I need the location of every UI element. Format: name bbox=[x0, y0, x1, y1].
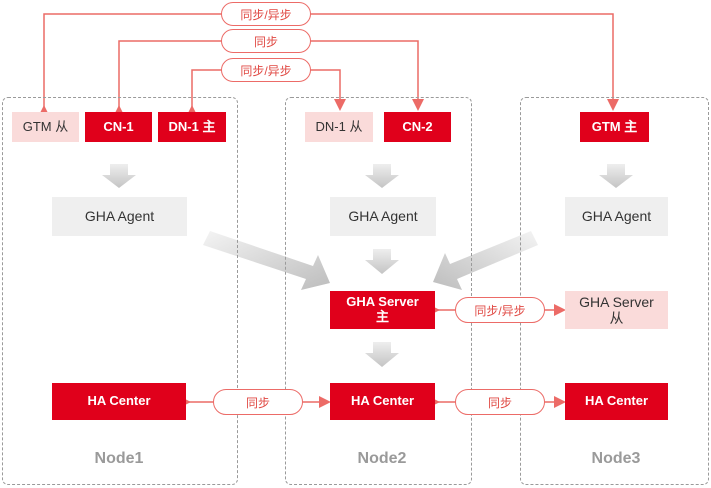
node2-frame bbox=[285, 97, 472, 485]
down-arrow-icon bbox=[365, 249, 399, 274]
dn1-slave-box: DN-1 从 bbox=[305, 112, 373, 142]
gha-agent-node3: GHA Agent bbox=[565, 197, 668, 236]
gha-server-master-line2: 主 bbox=[375, 309, 389, 324]
diagonal-arrow-icon bbox=[203, 231, 330, 290]
node1-frame bbox=[2, 97, 238, 485]
hac-sync-pill-right: 同步 bbox=[455, 389, 545, 415]
down-arrow-icon bbox=[365, 164, 399, 188]
node2-label: Node2 bbox=[357, 450, 407, 467]
server-sync-pill: 同步/异步 bbox=[455, 297, 545, 323]
gtm-master-box: GTM 主 bbox=[580, 112, 649, 142]
gha-server-slave-line2: 从 bbox=[609, 310, 624, 326]
node3-frame bbox=[520, 97, 709, 485]
gha-server-slave-line1: GHA Server bbox=[579, 293, 654, 310]
ha-center-node2: HA Center bbox=[330, 383, 435, 420]
dn1-master-box: DN-1 主 bbox=[158, 112, 226, 142]
gtm-sync-pill: 同步/异步 bbox=[221, 2, 311, 26]
gha-server-master-line1: GHA Server bbox=[346, 294, 419, 310]
gha-server-master: GHA Server 主 bbox=[330, 291, 435, 329]
dn-sync-pill: 同步/异步 bbox=[221, 58, 311, 82]
cn2-box: CN-2 bbox=[384, 112, 451, 142]
down-arrow-icon bbox=[102, 164, 136, 188]
gtm-slave-box: GTM 从 bbox=[12, 112, 79, 142]
ha-center-node3: HA Center bbox=[565, 383, 668, 420]
down-arrow-icon bbox=[365, 342, 399, 367]
gha-agent-node1: GHA Agent bbox=[52, 197, 187, 236]
ha-center-node1: HA Center bbox=[52, 383, 186, 420]
gha-server-slave: GHA Server 从 bbox=[565, 291, 668, 329]
node3-label: Node3 bbox=[591, 450, 641, 467]
gha-agent-node2: GHA Agent bbox=[330, 197, 436, 236]
gtm-sync-line bbox=[38, 13, 619, 117]
cn-sync-pill: 同步 bbox=[221, 29, 311, 53]
down-arrow-icon bbox=[599, 164, 633, 188]
cn1-box: CN-1 bbox=[85, 112, 152, 142]
node1-label: Node1 bbox=[94, 450, 144, 467]
hac-sync-pill-left: 同步 bbox=[213, 389, 303, 415]
diagonal-arrow-icon bbox=[433, 231, 538, 290]
